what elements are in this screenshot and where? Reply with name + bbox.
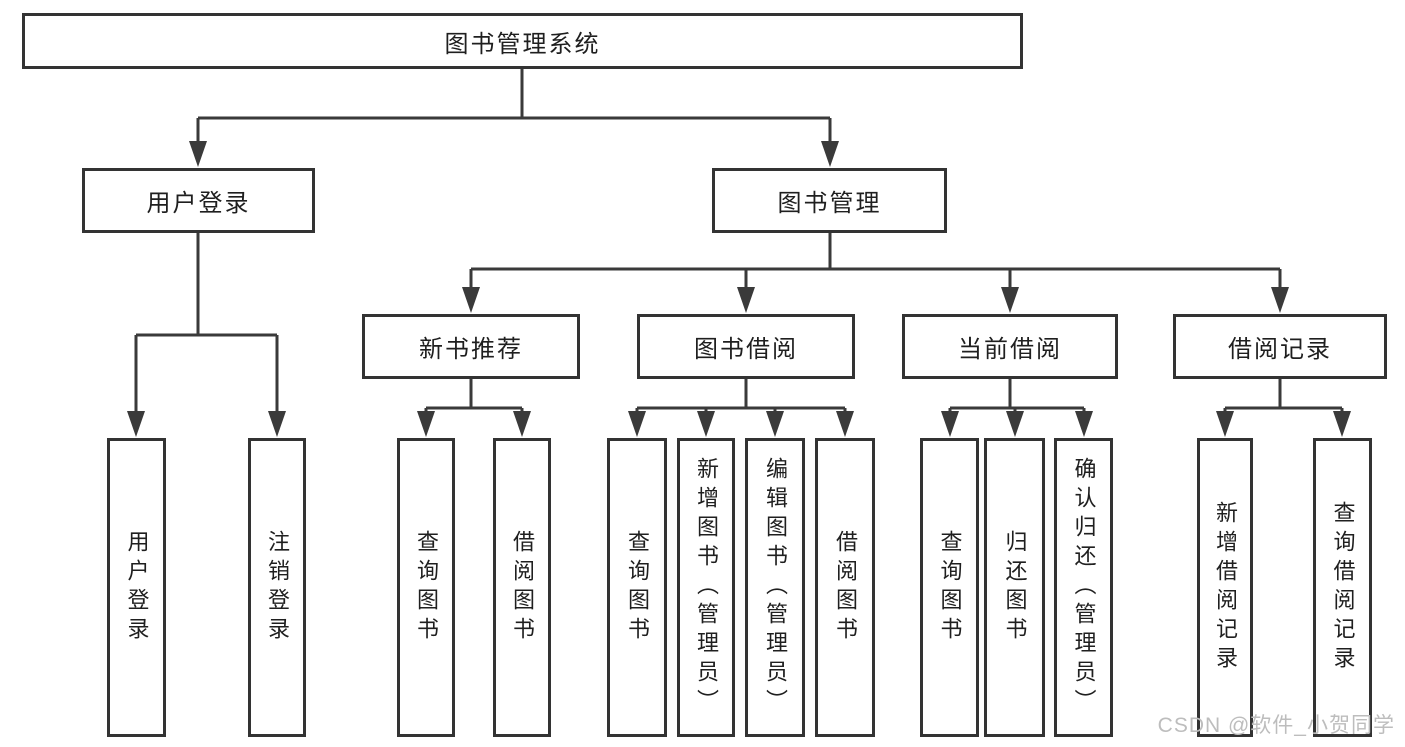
node-borrow-records: 借阅记录	[1173, 314, 1387, 379]
leaf-user-login-label: 用户登录	[124, 529, 150, 646]
node-new-book-recommend: 新书推荐	[362, 314, 580, 379]
node-book-borrow: 图书借阅	[637, 314, 855, 379]
node-root-system-label: 图书管理系统	[444, 30, 601, 58]
leaf-add-borrow-record: 新增借阅记录	[1197, 438, 1253, 737]
leaf-user-login: 用户登录	[107, 438, 166, 737]
leaf-confirm-return-admin-label: 确认归还（管理员）	[1071, 457, 1097, 718]
node-user-login-label: 用户登录	[146, 190, 251, 217]
node-current-borrow-label: 当前借阅	[958, 336, 1062, 363]
node-user-login: 用户登录	[82, 168, 315, 233]
leaf-edit-book-admin-label: 编辑图书（管理员）	[763, 457, 788, 718]
leaf-query-borrow-record-label: 查询借阅记录	[1330, 500, 1356, 675]
leaf-confirm-return-admin: 确认归还（管理员）	[1054, 438, 1113, 737]
csdn-watermark: CSDN @软件_小贺同学	[1157, 714, 1395, 737]
leaf-query-books-recommend-label: 查询图书	[414, 529, 439, 646]
leaf-query-borrow-record: 查询借阅记录	[1313, 438, 1372, 737]
node-book-borrow-label: 图书借阅	[694, 336, 798, 363]
leaf-edit-book-admin: 编辑图书（管理员）	[745, 438, 805, 737]
leaf-borrow-books: 借阅图书	[815, 438, 875, 737]
node-current-borrow: 当前借阅	[902, 314, 1118, 379]
leaf-add-borrow-record-label: 新增借阅记录	[1213, 500, 1238, 675]
leaf-add-book-admin-label: 新增图书（管理员）	[694, 457, 719, 718]
leaf-return-book: 归还图书	[984, 438, 1045, 737]
leaf-return-book-label: 归还图书	[1002, 529, 1028, 646]
leaf-borrow-books-label: 借阅图书	[833, 529, 858, 646]
node-new-book-recommend-label: 新书推荐	[419, 336, 523, 363]
leaf-query-books-current: 查询图书	[920, 438, 979, 737]
leaf-borrow-books-recommend: 借阅图书	[493, 438, 551, 737]
leaf-logout-label: 注销登录	[265, 529, 290, 646]
leaf-query-books-current-label: 查询图书	[937, 529, 963, 646]
leaf-add-book-admin: 新增图书（管理员）	[677, 438, 735, 737]
leaf-query-books-recommend: 查询图书	[397, 438, 455, 737]
leaf-query-books-borrow: 查询图书	[607, 438, 667, 737]
leaf-query-books-borrow-label: 查询图书	[625, 529, 650, 646]
node-book-management-label: 图书管理	[777, 190, 882, 217]
node-root-system: 图书管理系统	[22, 13, 1023, 69]
node-borrow-records-label: 借阅记录	[1228, 336, 1332, 363]
leaf-logout: 注销登录	[248, 438, 306, 737]
node-book-management: 图书管理	[712, 168, 947, 233]
leaf-borrow-books-recommend-label: 借阅图书	[510, 529, 535, 646]
